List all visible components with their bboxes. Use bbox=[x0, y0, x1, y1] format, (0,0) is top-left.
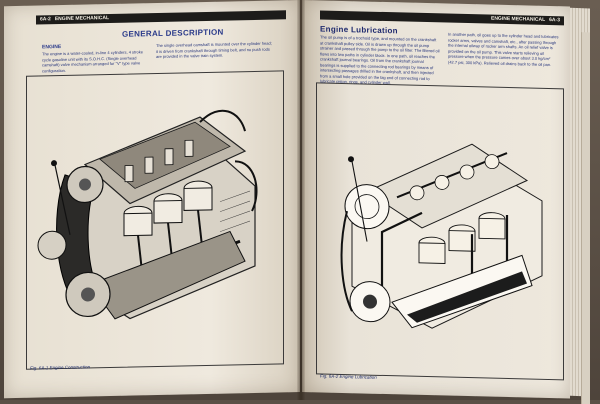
engine-lubrication-title: Engine Lubrication bbox=[320, 24, 398, 36]
lubrication-text-col1: The oil pump is of a trochoid type, and … bbox=[320, 34, 440, 86]
right-page-number: 6A-3 bbox=[549, 17, 560, 24]
engine-subtitle: ENGINE bbox=[42, 44, 62, 51]
right-header-text: ENGINE MECHANICAL bbox=[490, 15, 546, 23]
engine-description-col2: The single overhead camshaft is mounted … bbox=[156, 40, 272, 60]
figure-caption-engine-lubrication: Fig. 6A-2 Engine Lubrication bbox=[320, 373, 377, 380]
page-edges bbox=[581, 32, 590, 404]
left-page: 6A-2 ENGINE MECHANICAL GENERAL DESCRIPTI… bbox=[4, 0, 300, 399]
book-gutter bbox=[297, 0, 305, 400]
general-description-title: GENERAL DESCRIPTION bbox=[122, 27, 224, 39]
lubrication-text-col2: In another path, oil goes up to the cyli… bbox=[448, 31, 559, 67]
left-page-header: 6A-2 ENGINE MECHANICAL bbox=[36, 10, 286, 25]
left-header-text: ENGINE MECHANICAL bbox=[54, 15, 110, 23]
right-page-header: 6A-3 ENGINE MECHANICAL bbox=[320, 10, 564, 26]
engine-lubrication-illustration bbox=[340, 143, 543, 329]
left-page-number: 6A-2 bbox=[40, 16, 51, 23]
open-manual: 6A-2 ENGINE MECHANICAL GENERAL DESCRIPTI… bbox=[4, 0, 598, 404]
engine-cutaway-illustration bbox=[37, 109, 258, 320]
right-page: 6A-3 ENGINE MECHANICAL Engine Lubricatio… bbox=[302, 0, 570, 399]
engine-description-col1: The engine is a water-cooled, in-line 4 … bbox=[42, 49, 143, 73]
figure-caption-engine-construction: Fig. 6A-1 Engine Construction bbox=[30, 364, 91, 371]
